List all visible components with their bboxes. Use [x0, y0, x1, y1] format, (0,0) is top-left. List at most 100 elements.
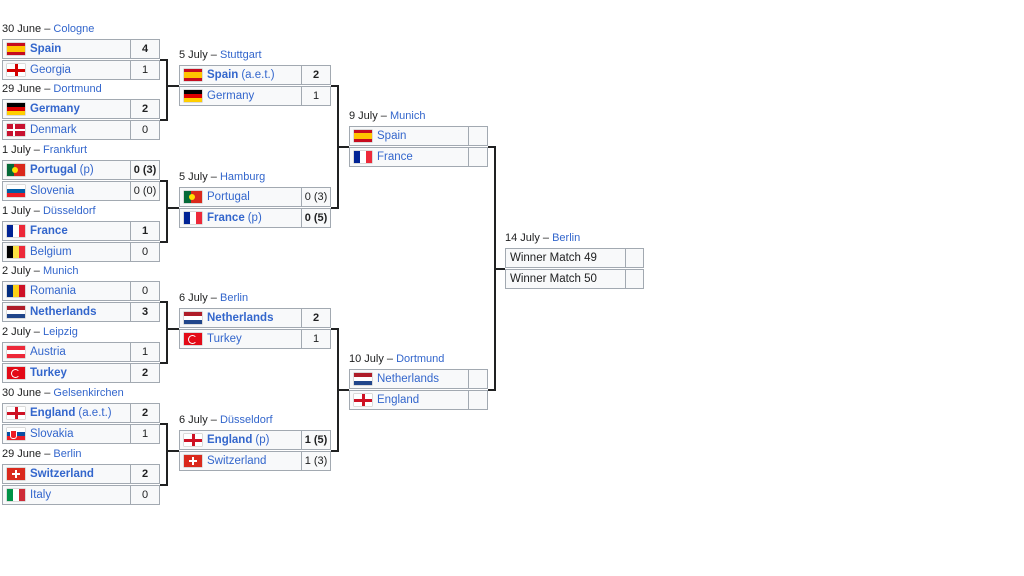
match-venue-link[interactable]: Dortmund — [396, 353, 445, 365]
score-cell: 0 (3) — [301, 187, 331, 207]
team-name-link[interactable]: Portugal — [207, 191, 250, 203]
score-cell: 1 — [130, 342, 160, 362]
team-name-link[interactable]: Georgia — [30, 64, 71, 76]
match-venue-link[interactable]: Cologne — [53, 23, 95, 35]
match-venue-link[interactable]: Berlin — [219, 292, 249, 304]
team-name-link[interactable]: Netherlands — [377, 373, 440, 385]
match-header: 29 June – Dortmund — [2, 82, 102, 96]
team-name-link[interactable]: England — [377, 394, 420, 406]
team-name-link[interactable]: Romania — [30, 285, 77, 297]
team-name-link[interactable]: Spain — [207, 69, 239, 81]
team-name-link[interactable]: Spain — [377, 130, 407, 142]
match-header: 1 July – Düsseldorf — [2, 204, 96, 218]
team-name-link[interactable]: Denmark — [30, 124, 77, 136]
match-venue-link[interactable]: Frankfurt — [42, 144, 87, 156]
score-cell: 0 (0) — [130, 181, 160, 201]
match-date: 1 July — [2, 205, 31, 217]
match-venue-link[interactable]: Gelsenkirchen — [53, 387, 124, 399]
score-cell: 1 — [130, 424, 160, 444]
flag-icon — [184, 312, 202, 324]
team-name-link[interactable]: France — [377, 151, 413, 163]
match-header: 29 June – Berlin — [2, 447, 82, 461]
match-header: 14 July – Berlin — [505, 231, 580, 245]
match-venue-link[interactable]: Düsseldorf — [42, 205, 96, 217]
placeholder-label: Winner Match 49 — [510, 252, 597, 264]
team-row: England(a.e.t.)2 — [2, 403, 160, 423]
match-venue-link[interactable]: Munich — [389, 110, 426, 122]
match-venue-link[interactable]: Dortmund — [53, 83, 102, 95]
match-venue-link[interactable]: Berlin — [552, 232, 581, 244]
bracket-connector — [331, 85, 349, 209]
team-row: Portugal(p)0 (3) — [2, 160, 160, 180]
match-venue-link[interactable]: Hamburg — [219, 171, 266, 183]
score-cell: 1 (5) — [301, 430, 331, 450]
team-cell: Slovakia — [2, 424, 131, 444]
match-date: 9 July — [349, 110, 378, 122]
team-cell: Portugal(p) — [2, 160, 131, 180]
team-cell: Portugal — [179, 187, 302, 207]
score-cell — [625, 269, 644, 289]
match-venue-link[interactable]: Berlin — [53, 448, 82, 460]
team-name-link[interactable]: England — [30, 407, 76, 419]
team-name-link[interactable]: Austria — [30, 346, 66, 358]
match-date: 14 July — [505, 232, 540, 244]
score-cell — [468, 147, 488, 167]
team-name-link[interactable]: Switzerland — [30, 468, 94, 480]
team-name-link[interactable]: Spain — [30, 43, 62, 55]
team-cell: Winner Match 49 — [505, 248, 626, 268]
flag-icon — [7, 164, 25, 176]
score-cell: 0 — [130, 485, 160, 505]
team-name-link[interactable]: Italy — [30, 489, 52, 501]
match-header: 9 July – Munich — [349, 109, 425, 123]
match-date: 2 July — [2, 265, 31, 277]
match-header: 10 July – Dortmund — [349, 352, 444, 366]
team-cell: Spain — [349, 126, 469, 146]
match-venue-link[interactable]: Munich — [42, 265, 79, 277]
bracket-connector — [160, 180, 179, 243]
team-row: Spain — [349, 126, 488, 146]
score-cell: 1 — [301, 86, 331, 106]
team-name-link[interactable]: Netherlands — [207, 312, 274, 324]
match-venue-link[interactable]: Düsseldorf — [219, 414, 273, 426]
team-name-link[interactable]: Switzerland — [207, 455, 267, 467]
score-cell: 2 — [130, 363, 160, 383]
team-name-link[interactable]: Germany — [30, 103, 80, 115]
result-note: (p) — [247, 212, 262, 224]
team-name-link[interactable]: Portugal — [30, 164, 77, 176]
match-dash: – — [41, 448, 54, 460]
team-name-link[interactable]: Slovakia — [30, 428, 74, 440]
match-date: 10 July — [349, 353, 384, 365]
team-name-link[interactable]: Netherlands — [30, 306, 97, 318]
team-name-link[interactable]: Turkey — [30, 367, 67, 379]
match-header: 6 July – Düsseldorf — [179, 413, 273, 427]
team-name-link[interactable]: Germany — [207, 90, 255, 102]
team-cell: Switzerland — [2, 464, 131, 484]
team-name-link[interactable]: England — [207, 434, 253, 446]
match-dash: – — [30, 144, 43, 156]
match-venue-link[interactable]: Leipzig — [42, 326, 78, 338]
team-name-link[interactable]: Slovenia — [30, 185, 75, 197]
match-dash: – — [207, 292, 220, 304]
team-name-link[interactable]: France — [30, 225, 68, 237]
team-name-link[interactable]: Belgium — [30, 246, 72, 258]
match-venue-link[interactable]: Stuttgart — [219, 49, 262, 61]
flag-icon — [184, 90, 202, 102]
match-date: 6 July — [179, 292, 208, 304]
team-cell: Georgia — [2, 60, 131, 80]
flag-icon — [7, 489, 25, 501]
flag-icon — [7, 103, 25, 115]
team-name-link[interactable]: France — [207, 212, 245, 224]
flag-icon — [184, 191, 202, 203]
match-dash: – — [30, 326, 43, 338]
team-name-link[interactable]: Turkey — [207, 333, 242, 345]
